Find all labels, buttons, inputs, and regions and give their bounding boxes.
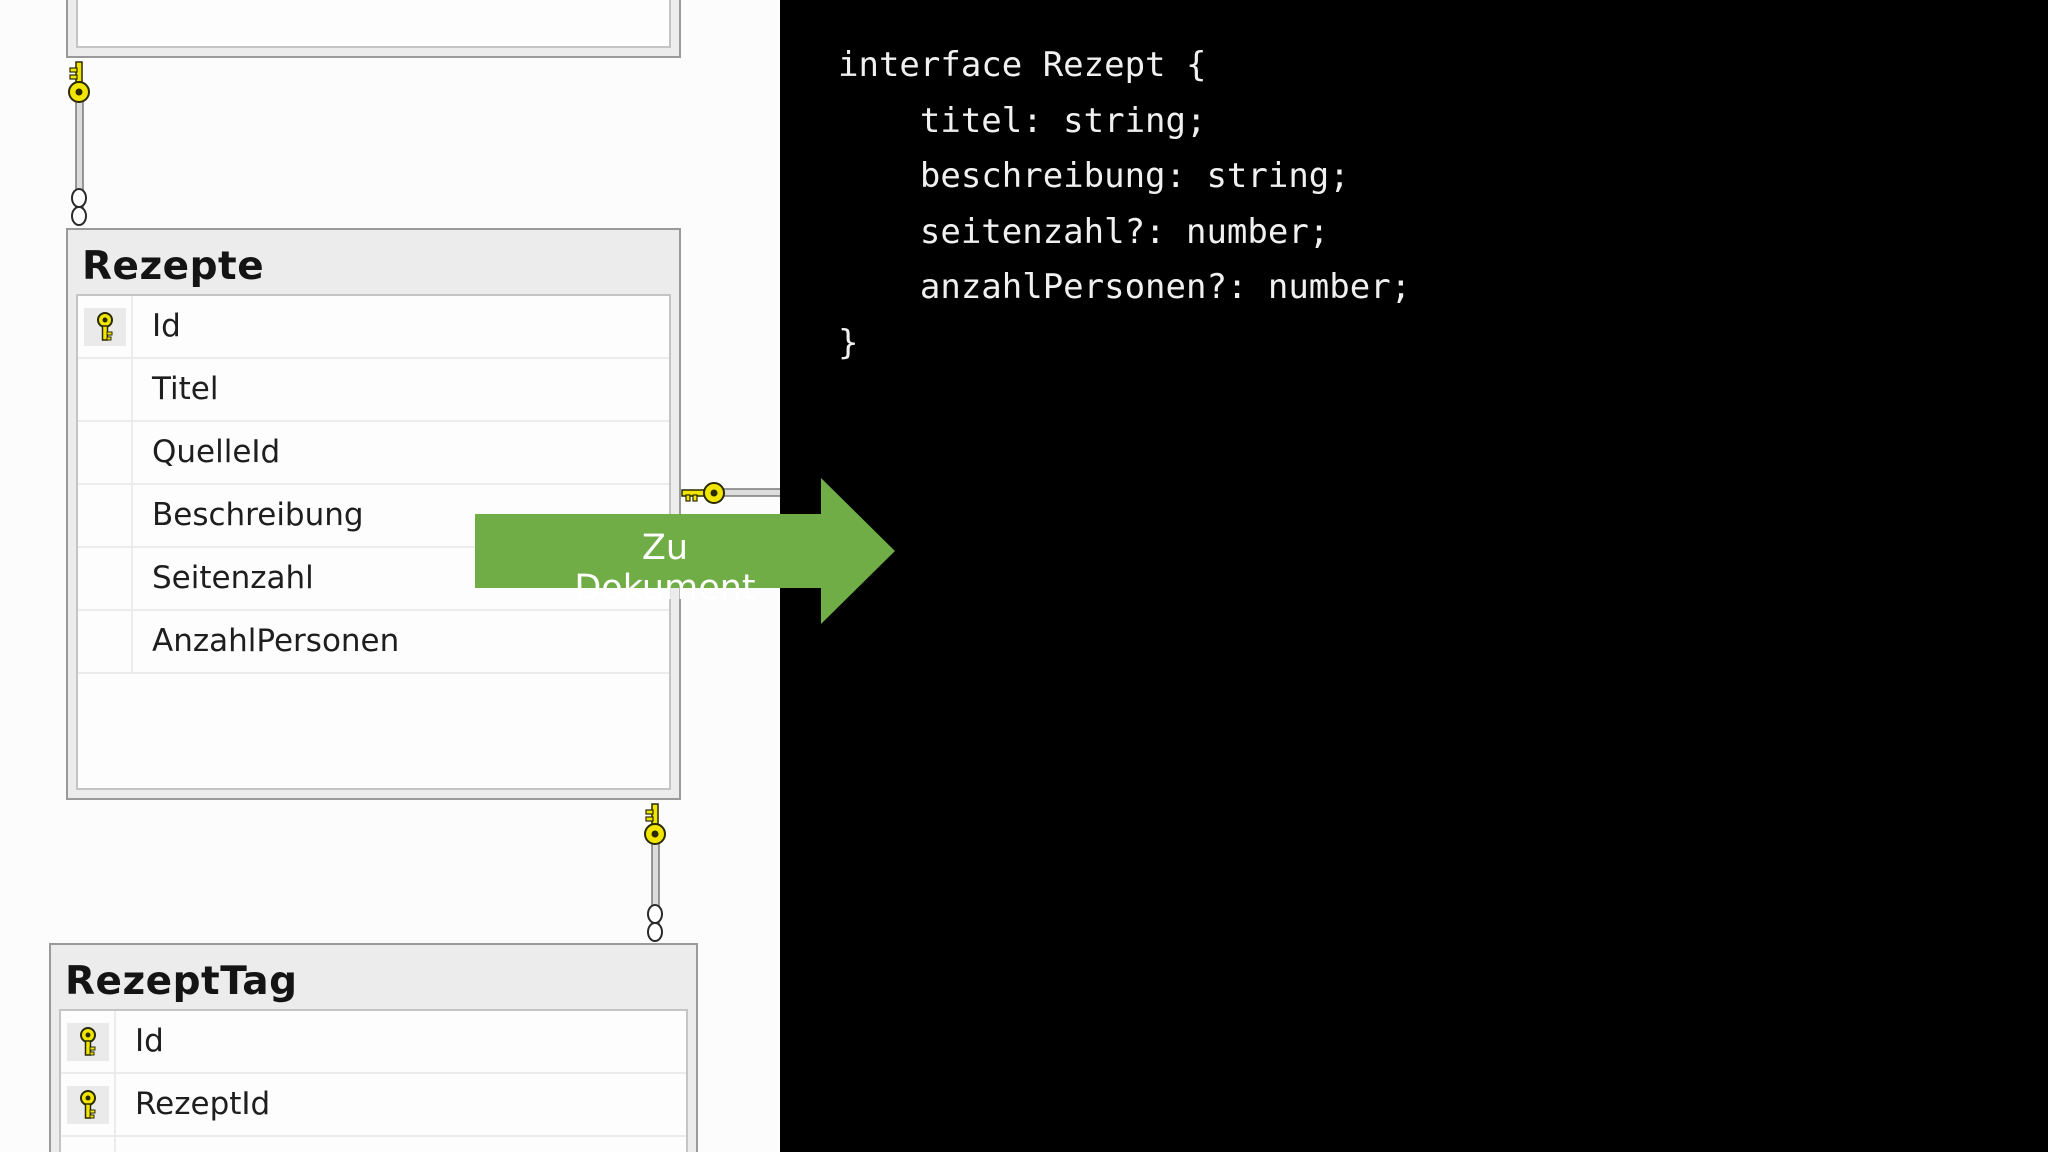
table-above-body [76, 0, 671, 48]
column-name: Seitenzahl [152, 560, 314, 596]
relationship-line[interactable] [62, 58, 102, 228]
arrow-label: Zu Dokument [574, 528, 756, 608]
column-row[interactable]: QuelleId [78, 422, 669, 485]
key-icon [67, 1086, 109, 1124]
column-name: AnzahlPersonen [152, 623, 400, 659]
arrow-shape [475, 478, 895, 624]
table-title: RezeptTag [65, 959, 298, 1004]
conversion-arrow [475, 478, 895, 624]
code-line: seitenzahl?: number; [838, 211, 1330, 252]
row-selector[interactable] [78, 485, 133, 546]
column-row[interactable]: RezeptId [61, 1074, 686, 1137]
row-selector[interactable] [78, 296, 133, 357]
relationship-key-icon [68, 61, 90, 103]
column-row[interactable]: Id [61, 1011, 686, 1074]
column-row[interactable]: Id [78, 296, 669, 359]
code-line: beschreibung: string; [838, 156, 1350, 196]
code-block: interface Rezept { titel: string; beschr… [838, 38, 1411, 371]
row-selector[interactable] [61, 1137, 116, 1152]
relationship-key-icon [644, 803, 666, 845]
code-line: } [838, 322, 859, 363]
key-icon [84, 308, 126, 346]
column-row[interactable]: Titel [78, 359, 669, 422]
code-line: titel: string; [838, 100, 1207, 141]
table-title: Rezepte [82, 244, 265, 289]
table-above[interactable] [66, 0, 681, 58]
column-name: QuelleId [152, 434, 281, 470]
column-row[interactable] [61, 1137, 686, 1152]
code-panel: interface Rezept { titel: string; beschr… [780, 0, 2048, 1152]
table-rezepttag[interactable]: RezeptTag Id RezeptId [49, 943, 698, 1152]
column-row[interactable]: Seitenzahl [78, 548, 669, 611]
column-name: RezeptId [135, 1086, 271, 1122]
code-line: interface Rezept { [838, 45, 1207, 85]
column-list: Id RezeptId [59, 1009, 688, 1152]
row-selector[interactable] [78, 422, 133, 483]
key-icon [67, 1023, 109, 1061]
row-selector[interactable] [61, 1074, 116, 1135]
relationship-infinity-icon [71, 188, 87, 226]
column-name: Id [152, 308, 181, 344]
relationship-line[interactable] [638, 800, 678, 945]
row-selector[interactable] [78, 359, 133, 420]
relationship-line[interactable] [678, 480, 780, 510]
relationship-key-icon [681, 482, 725, 504]
column-name: Beschreibung [152, 497, 364, 533]
row-selector[interactable] [78, 548, 133, 609]
column-row[interactable]: Beschreibung [78, 485, 669, 548]
row-selector[interactable] [61, 1011, 116, 1072]
relationship-infinity-icon [647, 904, 663, 942]
column-name: Titel [152, 371, 219, 407]
table-rezepte[interactable]: Rezepte Id Titel QuelleId Beschreibung [66, 228, 681, 800]
column-name: Id [135, 1023, 164, 1059]
code-line: anzahlPersonen?: number; [838, 267, 1412, 307]
column-row[interactable]: AnzahlPersonen [78, 611, 669, 674]
row-selector[interactable] [78, 611, 133, 672]
